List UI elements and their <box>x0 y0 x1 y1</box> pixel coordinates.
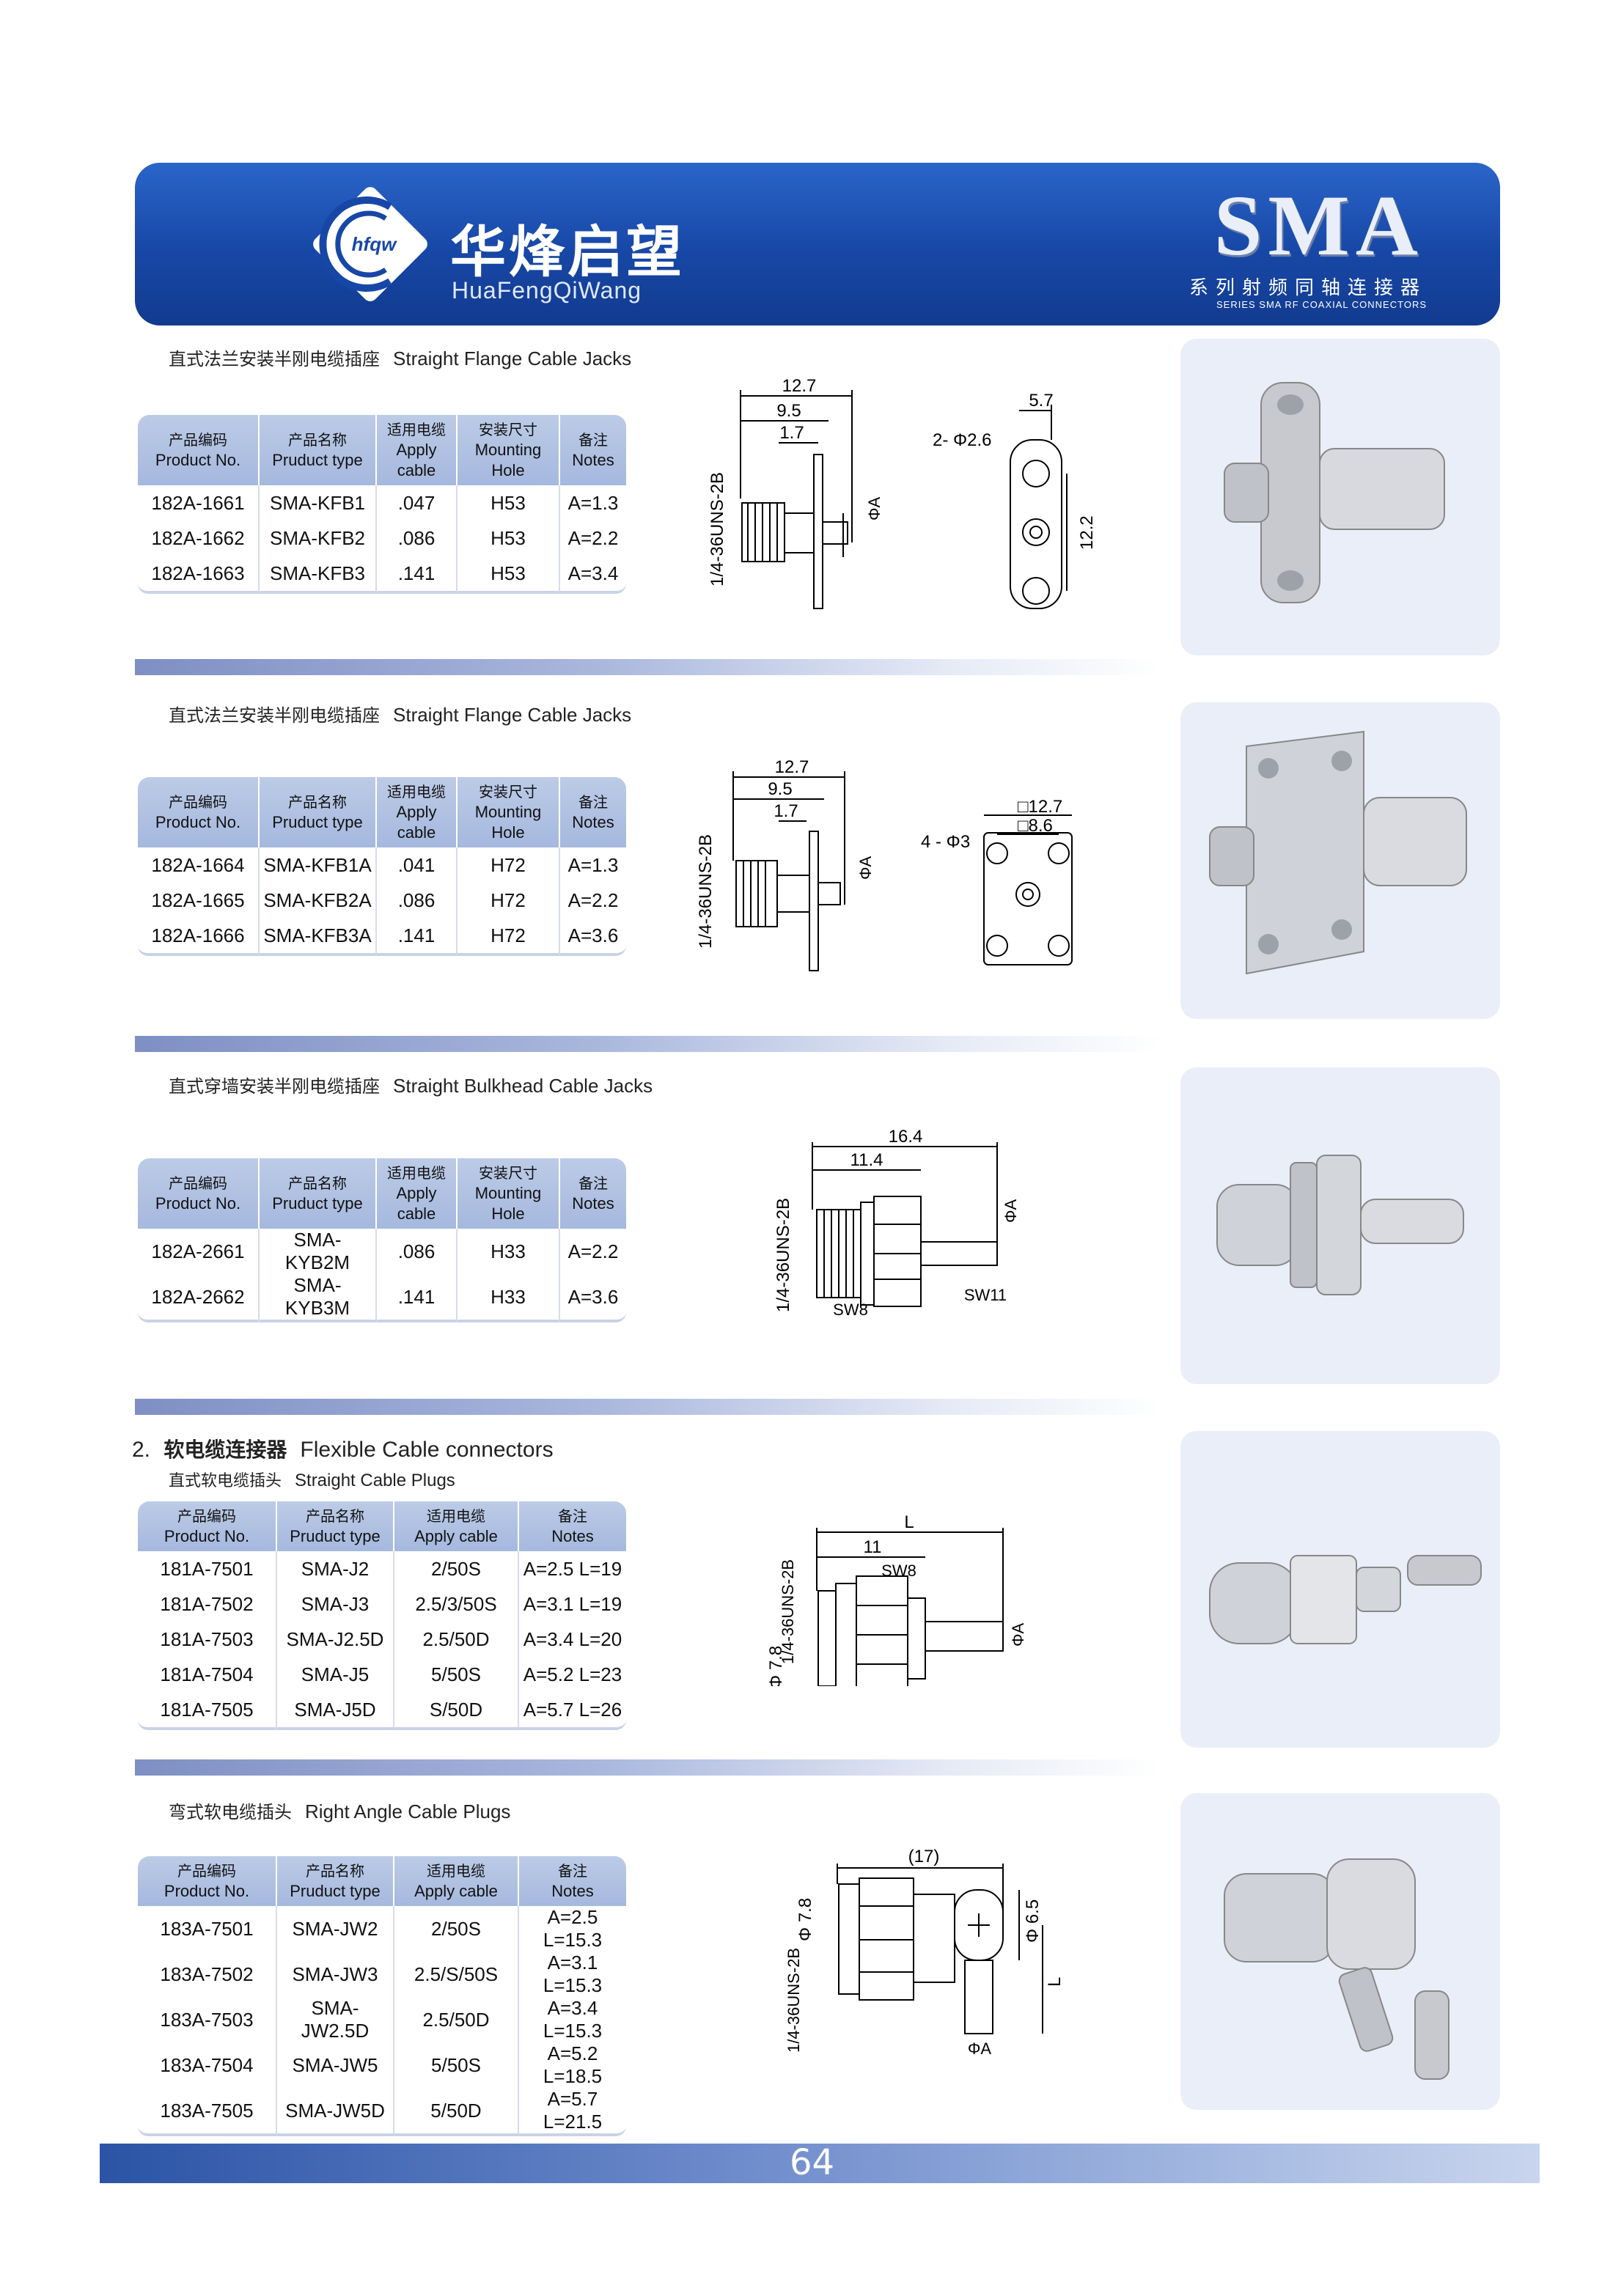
company-logo-icon: hfqw <box>313 187 427 301</box>
svg-text:SW11: SW11 <box>964 1286 1007 1304</box>
svg-text:1.7: 1.7 <box>779 423 804 443</box>
svg-text:ΦA: ΦA <box>1009 1622 1027 1647</box>
svg-text:11.4: 11.4 <box>850 1150 883 1170</box>
svg-text:1/4-36UNS-2B: 1/4-36UNS-2B <box>708 472 727 586</box>
svg-text:ΦA: ΦA <box>856 856 875 880</box>
flange-jack-2hole-photo-icon <box>1180 339 1500 655</box>
svg-text:1/4-36UNS-2B: 1/4-36UNS-2B <box>785 1948 803 2053</box>
brand-name-en: HuaFengQiWang <box>452 277 642 304</box>
logo-text: hfqw <box>352 233 397 255</box>
svg-text:ΦA: ΦA <box>865 496 883 520</box>
section-divider <box>135 1759 1161 1776</box>
series-subtitle-en: SERIES SMA RF COAXIAL CONNECTORS <box>1216 299 1427 310</box>
svg-text:L: L <box>904 1512 914 1532</box>
svg-text:Φ 7.8: Φ 7.8 <box>796 1898 815 1941</box>
svg-text:SW8: SW8 <box>881 1561 916 1580</box>
svg-text:1/4-36UNS-2B: 1/4-36UNS-2B <box>774 1198 793 1312</box>
svg-text:12.2: 12.2 <box>1077 515 1097 550</box>
svg-text:ΦA: ΦA <box>968 2039 992 2058</box>
svg-text:□8.6: □8.6 <box>1018 816 1053 836</box>
straight-plug-photo-icon <box>1180 1431 1500 1748</box>
dimension-drawing: 16.4 11.4 SW8 SW11 1/4-36UNS-2B ΦA <box>774 1129 1020 1319</box>
dimension-drawing: (17) Φ 7.8 Φ 6.5 L 1/4-36UNS-2B ΦA <box>785 1847 1063 2058</box>
svg-text:9.5: 9.5 <box>768 779 792 799</box>
svg-text:1/4-36UNS-2B: 1/4-36UNS-2B <box>779 1559 797 1664</box>
right-angle-plug-photo-icon <box>1180 1793 1500 2110</box>
page-number: 64 <box>789 2142 835 2183</box>
series-subtitle-cn: 系列射频同轴连接器 <box>1188 277 1427 299</box>
dimension-drawing: 12.7 9.5 1.7 5.7 2- Φ2.6 1/4-36UNS-2B ΦA… <box>708 376 1097 609</box>
svg-text:(17): (17) <box>908 1847 940 1866</box>
svg-text:1/4-36UNS-2B: 1/4-36UNS-2B <box>696 834 716 949</box>
svg-text:Φ 6.5: Φ 6.5 <box>1023 1899 1043 1943</box>
svg-text:5.7: 5.7 <box>1029 391 1053 411</box>
svg-text:L: L <box>1045 1977 1063 1987</box>
svg-text:□12.7: □12.7 <box>1018 797 1062 817</box>
svg-text:Φ 7.8: Φ 7.8 <box>766 1646 786 1686</box>
section-divider <box>135 1036 1161 1052</box>
page-header-banner: hfqw 华烽启望 HuaFengQiWang SMA 系列射频同轴连接器 SE… <box>135 163 1500 325</box>
section-divider <box>135 659 1161 675</box>
svg-text:ΦA: ΦA <box>1002 1199 1020 1223</box>
svg-text:16.4: 16.4 <box>889 1129 923 1147</box>
svg-text:SW8: SW8 <box>833 1301 868 1319</box>
svg-text:9.5: 9.5 <box>776 401 801 421</box>
bulkhead-jack-photo-icon <box>1180 1067 1500 1384</box>
svg-text:12.7: 12.7 <box>782 376 817 396</box>
svg-text:12.7: 12.7 <box>775 757 809 777</box>
section-divider <box>135 1399 1161 1415</box>
dimension-drawing: L 11 SW8 Φ 7.8 1/4-36UNS-2B ΦA <box>766 1512 1027 1686</box>
svg-text:2- Φ2.6: 2- Φ2.6 <box>933 430 992 450</box>
footer-bar <box>100 2144 1540 2183</box>
flange-jack-4hole-photo-icon <box>1180 702 1500 1019</box>
svg-text:1.7: 1.7 <box>774 801 798 821</box>
svg-text:4 - Φ3: 4 - Φ3 <box>921 832 970 852</box>
series-title: SMA <box>1213 177 1424 273</box>
dimension-drawing: 12.7 9.5 1.7 □12.7 □8.6 4 - Φ3 1/4-36UNS… <box>696 757 1073 971</box>
svg-text:11: 11 <box>864 1537 882 1557</box>
brand-name-cn: 华烽启望 <box>450 219 685 284</box>
